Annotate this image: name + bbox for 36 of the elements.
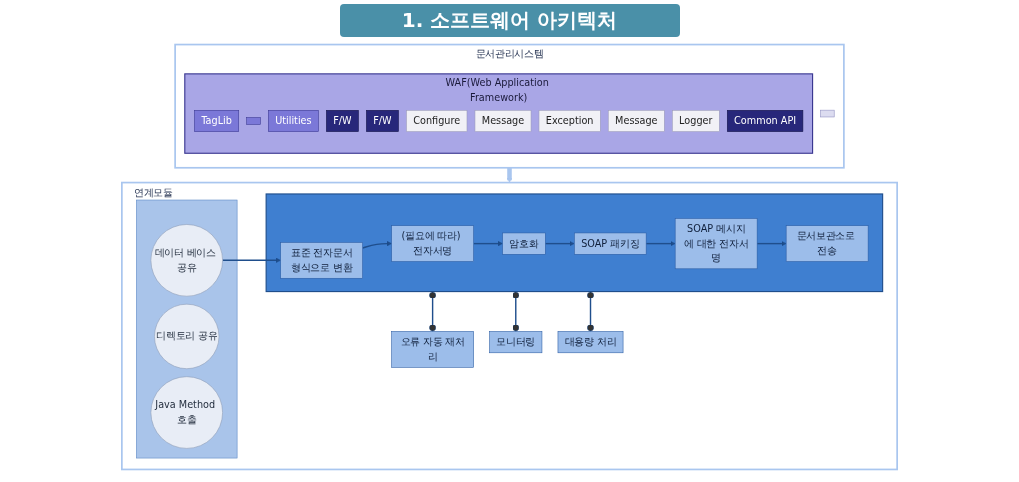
node-box: (필요에 따라) 전자서명 [391, 225, 474, 262]
connector [587, 290, 594, 333]
node-box: Utilities [268, 110, 319, 132]
node-circle: 데이터 베이스 공유 [150, 224, 223, 297]
node-box: SOAP 메시지에 대한 전자서명 [674, 218, 758, 270]
node-box: Message [474, 110, 532, 132]
node-box: 모니터링 [489, 331, 543, 354]
node-box: TagLib [194, 110, 239, 132]
node-box: F/W [366, 110, 399, 132]
arrow [544, 241, 575, 247]
node-box: Common API [727, 110, 804, 132]
node-box: 오류 자동 재처리 [391, 331, 474, 368]
connector [429, 290, 437, 333]
node-box: 암호화 [502, 232, 546, 255]
node-box: 대용량 처리 [557, 331, 624, 354]
node-box: Message [607, 110, 665, 132]
node-box: 표준 전자문서형식으로 변환 [280, 242, 363, 279]
connector [512, 290, 520, 333]
arrow [221, 257, 281, 263]
node-circle: 디렉토리 공유 [154, 303, 220, 369]
arrow [756, 241, 787, 247]
arrow [472, 241, 503, 247]
arrow [645, 241, 676, 247]
node-circle: Java Method 호출 [150, 376, 223, 449]
node-box: 문서보관소로 전송 [785, 225, 869, 262]
node-box: Exception [538, 110, 601, 132]
node-box: F/W [326, 110, 359, 132]
node-box: SOAP 패키징 [574, 232, 647, 255]
node-box [246, 117, 261, 125]
cluster [136, 199, 238, 459]
title-banner: 1. 소프트웨어 아키텍처 [339, 4, 680, 37]
cluster [265, 193, 884, 293]
node-box [820, 109, 835, 118]
node-box: Logger [672, 110, 720, 132]
arrow [361, 241, 392, 249]
node-box: Configure [406, 110, 468, 132]
